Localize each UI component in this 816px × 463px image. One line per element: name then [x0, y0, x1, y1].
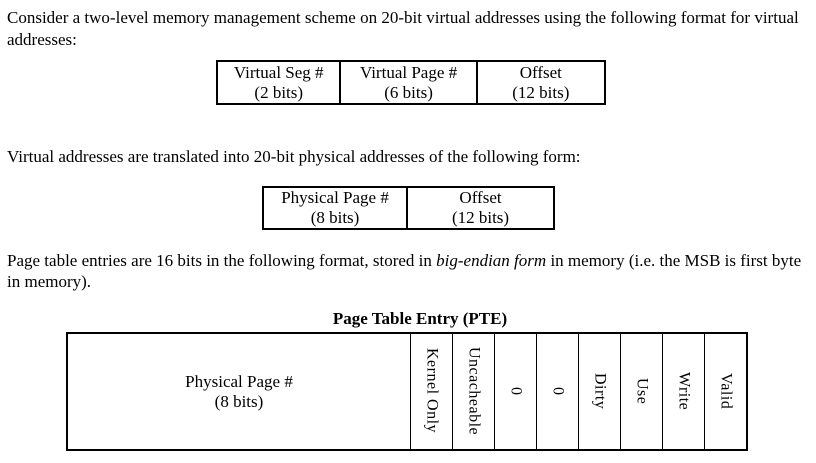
pte-bit-uncacheable: Uncacheable [452, 333, 494, 449]
pte-paragraph-text: in memory (i.e. the MSB is first byte in… [7, 250, 802, 292]
field-bits: (12 bits) [451, 208, 510, 227]
document-page: Consider a two-level memory management s… [0, 7, 816, 451]
field-bits: (8 bits) [310, 208, 360, 227]
physical-address-format-table: Physical Page # (8 bits) Offset (12 bits… [262, 185, 555, 230]
virtual-page-cell: Virtual Page # (6 bits) [339, 62, 475, 103]
field-name: Offset [519, 63, 562, 82]
field-name: Offset [459, 188, 502, 207]
pte-paragraph: Page table entries are 16 bits in the fo… [7, 250, 814, 293]
pte-physical-page-cell: Physical Page # (8 bits) [68, 334, 410, 449]
field-bits: (2 bits) [254, 83, 304, 102]
virtual-address-format-table: Virtual Seg # (2 bits) Virtual Page # (6… [216, 60, 606, 105]
field-name: Virtual Page # [359, 63, 458, 82]
physical-page-cell: Physical Page # (8 bits) [264, 188, 406, 228]
pte-bit-kernel-only: Kernel Only [410, 333, 452, 449]
virtual-seg-cell: Virtual Seg # (2 bits) [218, 62, 339, 103]
field-bits: (8 bits) [214, 391, 264, 411]
field-bits: (12 bits) [512, 83, 570, 102]
field-name: Physical Page # [281, 188, 389, 207]
intro-paragraph: Consider a two-level memory management s… [7, 8, 799, 49]
offset-cell: Offset (12 bits) [475, 62, 604, 103]
offset-cell: Offset (12 bits) [406, 187, 553, 228]
pte-title: Page Table Entry (PTE) [332, 308, 508, 328]
big-endian-italic: big-endian form [436, 250, 547, 270]
pte-bit-zero-2: 0 [536, 333, 578, 449]
field-name: Virtual Seg # [233, 63, 324, 82]
pte-bit-write: Write [662, 333, 704, 449]
pte-bit-valid: Valid [704, 333, 746, 449]
pte-bit-dirty: Dirty [578, 333, 620, 449]
pte-table: Physical Page # (8 bits) Kernel Only Unc… [66, 331, 748, 451]
translation-paragraph: Virtual addresses are translated into 20… [7, 147, 581, 166]
pte-bit-use: Use [620, 333, 662, 449]
pte-bit-zero-1: 0 [494, 333, 536, 449]
pte-diagram: Page Table Entry (PTE) Physical Page # (… [66, 308, 748, 451]
field-name: Physical Page # [185, 371, 293, 391]
pte-paragraph-text: Page table entries are 16 bits in the fo… [7, 250, 437, 270]
field-bits: (6 bits) [384, 83, 433, 102]
